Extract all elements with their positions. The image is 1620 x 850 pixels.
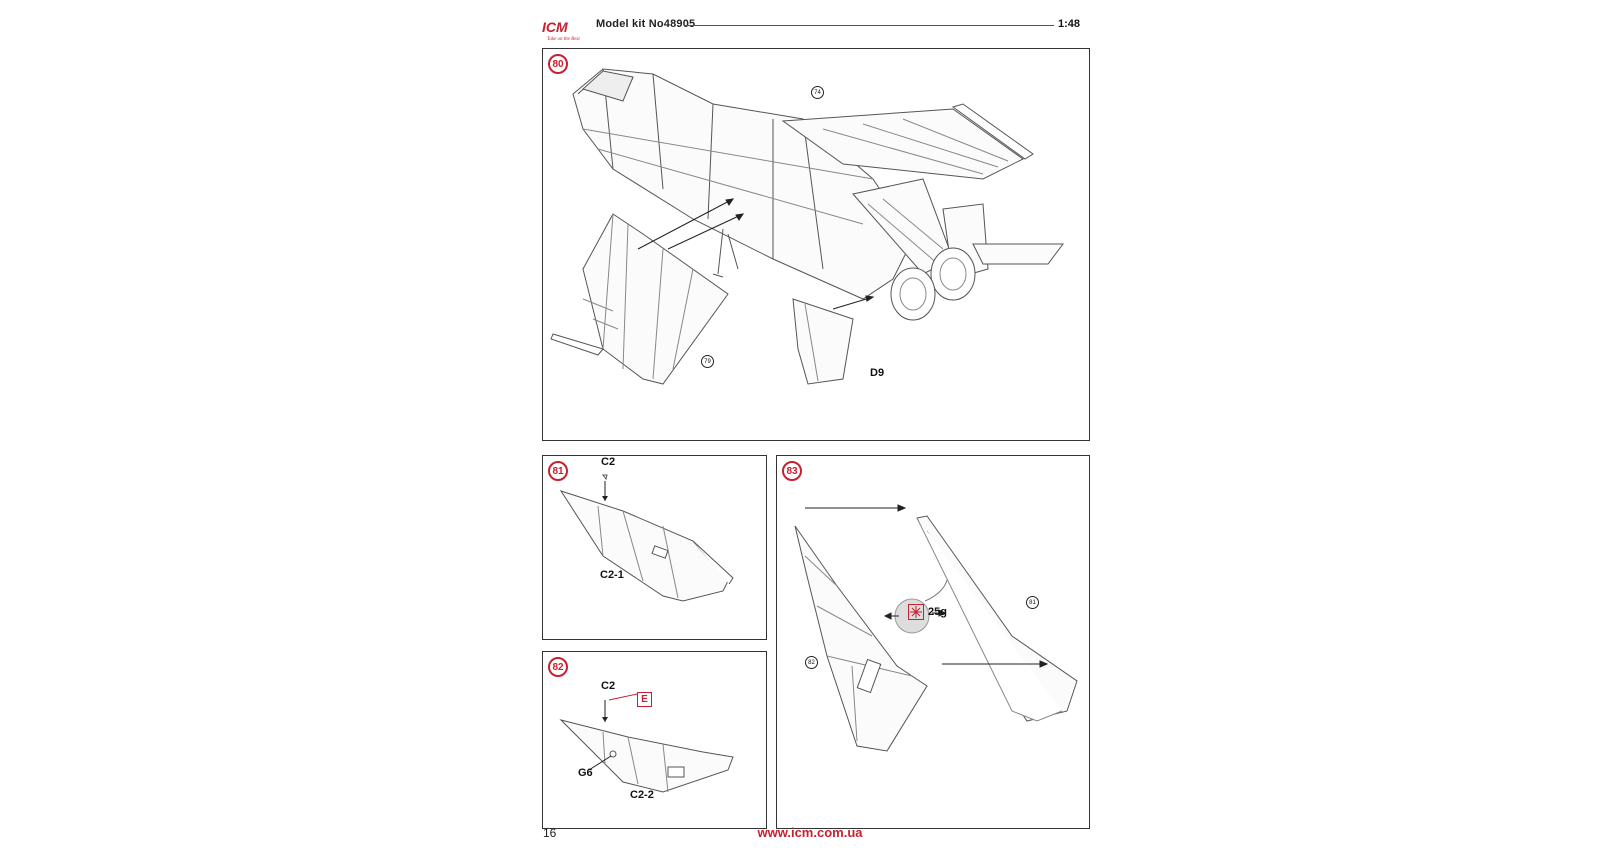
page-number: 16	[543, 826, 557, 840]
ref-step-82: 82	[805, 656, 818, 669]
part-label-c2-1: C2-1	[600, 569, 624, 581]
part-label-g6: G6	[578, 767, 593, 779]
step-number-83: 83	[782, 461, 802, 481]
part-label-c2: C2	[601, 680, 616, 692]
website-link[interactable]: www.icm.com.ua	[757, 825, 863, 840]
step-83-panel: 83 25g 81 82	[776, 455, 1090, 829]
step-number-81: 81	[548, 461, 568, 481]
ref-step-79: 79	[701, 355, 714, 368]
svg-text:ICM: ICM	[542, 19, 568, 35]
step-80-panel: 80 74 79 D9	[542, 48, 1090, 441]
ref-step-81: 81	[1026, 596, 1039, 609]
step-number-82: 82	[548, 657, 568, 677]
part-label-c2-2: C2-2	[630, 789, 654, 801]
weight-label: 25g	[928, 606, 947, 618]
nose-cone-c2-2-drawing	[559, 693, 734, 793]
option-flag-e: E	[637, 692, 652, 707]
part-label-c2: C2	[601, 456, 616, 468]
nose-assembly-drawing	[794, 504, 1078, 752]
step-number-80: 80	[548, 54, 568, 74]
step-81-panel: 81 C2 C2-1	[542, 455, 767, 640]
kit-title: Model kit No48905	[596, 18, 696, 30]
icm-logo: ICM Take on the Best	[542, 19, 580, 42]
glue-icon	[908, 604, 924, 620]
svg-text:Take on the Best: Take on the Best	[547, 37, 580, 42]
ref-step-74: 74	[811, 86, 824, 99]
step-82-panel: 82 C2 E G6 C2-2	[542, 651, 767, 829]
kit-scale: 1:48	[1058, 18, 1081, 30]
aircraft-fuselage-drawing	[550, 68, 1064, 385]
header-rule	[684, 25, 1054, 26]
part-label-d9: D9	[870, 367, 885, 379]
nose-cone-c2-1-drawing	[559, 474, 734, 602]
